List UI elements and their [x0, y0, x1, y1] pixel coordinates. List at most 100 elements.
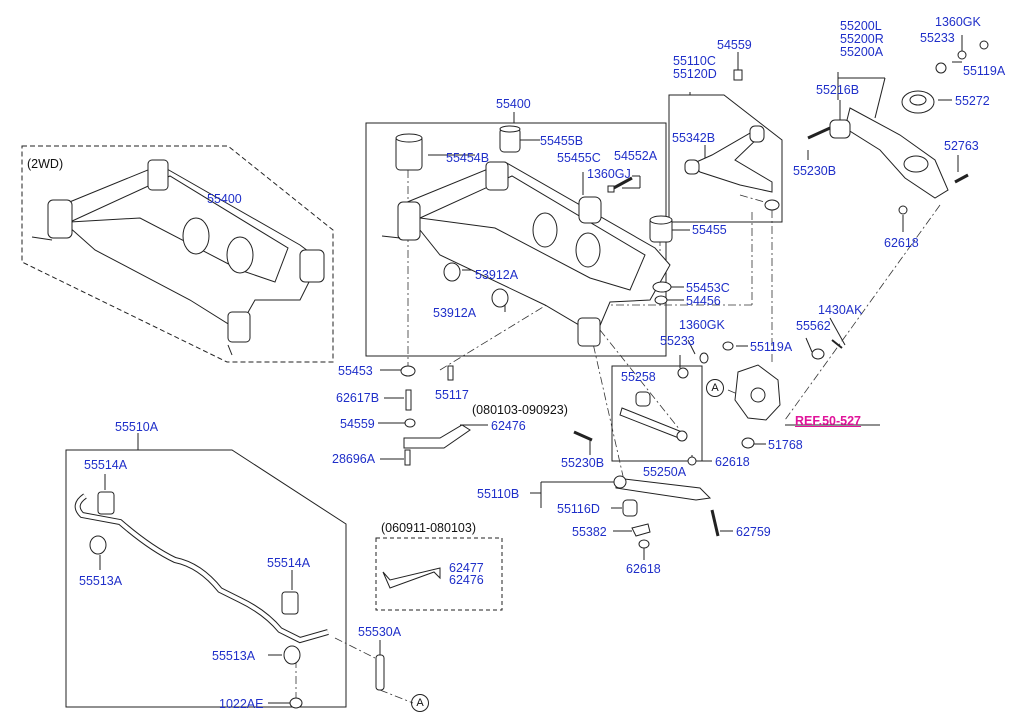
bushing-55455c: [578, 196, 602, 224]
nut-51768: [741, 437, 755, 449]
label-54456: 54456: [686, 294, 721, 308]
label-62618-top: 62618: [884, 236, 919, 250]
label-55342b: 55342B: [672, 131, 716, 145]
label-1360gk-top: 1360GK: [935, 15, 981, 29]
washer-55453: [400, 365, 416, 377]
label-55513a-left: 55513A: [79, 574, 123, 588]
label-55230b-mid: 55230B: [561, 456, 605, 470]
label-55382: 55382: [572, 525, 607, 539]
label-55200a: 55200A: [840, 45, 884, 59]
label-62759: 62759: [736, 525, 771, 539]
nut-62618-low: [638, 539, 650, 549]
2wd-inset-frame: [21, 145, 334, 363]
label-62618-low: 62618: [626, 562, 661, 576]
nut-55562: [811, 348, 825, 360]
bracket-55382: [631, 523, 651, 537]
label-55514a-left: 55514A: [84, 458, 128, 472]
label-060911-080103: (060911-080103): [381, 521, 476, 535]
label-55455b: 55455B: [540, 134, 584, 148]
stabilizer-link-55530a: [375, 654, 385, 691]
label-55510a: 55510A: [115, 420, 159, 434]
bushing-53912a-1: [443, 262, 461, 282]
label-55119a-top: 55119A: [963, 64, 1006, 78]
label-62617b: 62617B: [336, 391, 380, 405]
label-55400: 55400: [496, 97, 531, 111]
nut-1360gj: [607, 185, 615, 193]
bushing-53912a-2: [491, 288, 509, 308]
lateral-arm-55110b-icon: [615, 477, 712, 501]
label-62618-mid: 62618: [715, 455, 750, 469]
label-55258: 55258: [621, 370, 656, 384]
label-1360gk-mid: 1360GK: [679, 318, 725, 332]
label-55200r: 55200R: [840, 32, 884, 46]
label-55233-top: 55233: [920, 31, 955, 45]
bracket-55514a-left: [97, 491, 115, 515]
label-080103-090923: (080103-090923): [472, 403, 568, 417]
upper-arm-icon: [684, 69, 780, 211]
subframe-2wd-icon: [31, 159, 325, 356]
label-62476-upper: 62476: [491, 419, 526, 433]
connector-a-marker-upper: A: [706, 379, 724, 397]
bracket-variant-frame: [375, 537, 503, 611]
nut-1022ae: [289, 697, 303, 709]
label-54559-left: 54559: [340, 417, 375, 431]
bushing-55513a-left: [89, 535, 107, 555]
nut-62618-mid: [687, 456, 697, 466]
label-55530a: 55530A: [358, 625, 402, 639]
washer-55453c: [652, 281, 672, 293]
label-2wd: (2WD): [27, 157, 64, 171]
stabilizer-bar-icon: [74, 493, 329, 644]
label-51768: 51768: [768, 438, 803, 452]
lower-control-arm-icon: [807, 40, 989, 215]
label-53912a-upper: 53912A: [475, 268, 519, 282]
label-55453c: 55453C: [686, 281, 730, 295]
label-28696a: 28696A: [332, 452, 376, 466]
trailing-arm-group-frame: [611, 365, 703, 462]
label-53912a-lower: 53912A: [433, 306, 477, 320]
bolt-55117: [447, 365, 454, 381]
nut-54456: [654, 295, 668, 305]
washer-55258: [677, 367, 689, 379]
label-54552a: 54552A: [614, 149, 658, 163]
trailing-arm-55250a-icon: [619, 407, 685, 441]
label-55455c: 55455C: [557, 151, 601, 165]
label-62477: 62477: [449, 561, 484, 575]
bracket-62477: [382, 567, 441, 589]
label-55250a: 55250A: [643, 465, 687, 479]
washer-55233: [699, 352, 709, 364]
label-55116d: 55116D: [557, 502, 600, 516]
label-55455: 55455: [692, 223, 727, 237]
bushing-55513a-right: [283, 645, 301, 665]
label-55454b: 55454B: [446, 151, 490, 165]
nut-54559-lower: [404, 418, 416, 428]
bolt-28696a: [404, 449, 411, 466]
upper-arm-group-frame: [668, 94, 783, 223]
label-55400-2wd: 55400: [207, 192, 242, 206]
label-55233-mid: 55233: [660, 334, 695, 348]
label-62476-lower: 62476: [449, 573, 484, 587]
label-52763: 52763: [944, 139, 979, 153]
subframe-main-icon: [381, 161, 671, 347]
label-55110c: 55110C: [673, 54, 716, 68]
label-55117: 55117: [435, 388, 469, 402]
label-55110b: 55110B: [477, 487, 520, 501]
bracket-62476: [403, 424, 471, 449]
label-1430ak: 1430AK: [818, 303, 863, 317]
bushing-55116d: [622, 499, 638, 517]
label-1022ae: 1022AE: [219, 697, 264, 711]
ref-link-50-527[interactable]: REF.50-527: [795, 414, 862, 428]
label-55200l: 55200L: [840, 19, 882, 33]
bracket-55514a-right: [281, 591, 299, 615]
label-55453: 55453: [338, 364, 373, 378]
label-1360gj: 1360GJ: [587, 167, 631, 181]
connector-a-marker-lower: A: [411, 694, 429, 712]
label-55272: 55272: [955, 94, 990, 108]
label-55562: 55562: [796, 319, 831, 333]
label-54559-right: 54559: [717, 38, 752, 52]
nut-55119a: [722, 341, 734, 351]
label-55119a-mid: 55119A: [750, 340, 793, 354]
label-55216b: 55216B: [816, 83, 860, 97]
label-55513a-right: 55513A: [212, 649, 256, 663]
label-55230b-top: 55230B: [793, 164, 837, 178]
